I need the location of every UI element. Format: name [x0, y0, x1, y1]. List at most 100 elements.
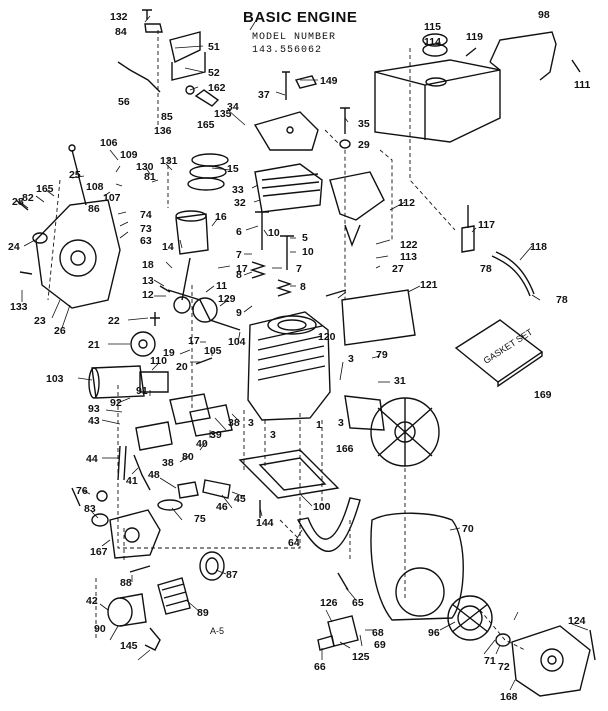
callout-167: 167	[90, 546, 108, 558]
callout-25: 25	[69, 169, 81, 181]
callout-117: 117	[478, 219, 495, 231]
callout-5: 5	[302, 232, 308, 244]
callout-34: 34	[227, 101, 239, 113]
callout-112: 112	[398, 197, 415, 209]
callout-23: 23	[34, 315, 46, 327]
callout-71: 71	[484, 655, 496, 667]
callout-133: 133	[10, 301, 28, 313]
callout-103: 103	[46, 373, 64, 385]
callout-7b: 7	[296, 263, 302, 275]
callout-3b: 3	[270, 429, 276, 441]
callout-56: 56	[118, 96, 130, 108]
callout-9: 9	[236, 307, 242, 319]
callout-4: 3	[338, 417, 344, 429]
callout-46: 46	[216, 501, 228, 513]
callout-69: 69	[374, 639, 386, 651]
callout-66: 66	[314, 661, 326, 673]
callout-83: 83	[84, 503, 96, 515]
callout-110: 110	[150, 355, 167, 367]
callout-86: 86	[88, 203, 100, 215]
callout-87: 87	[226, 569, 238, 581]
callout-111: 111	[574, 79, 591, 91]
callout-65: 65	[352, 597, 364, 609]
callout-115: 115	[424, 21, 441, 33]
callout-81: 81	[144, 171, 156, 183]
callout-125: 125	[352, 651, 370, 663]
callout-76: 76	[76, 485, 88, 497]
callout-7: 7	[236, 249, 242, 261]
callout-165: 165	[197, 119, 215, 131]
callout-13: 13	[142, 275, 154, 287]
leader-lines	[19, 15, 589, 691]
callout-3: 3	[348, 353, 354, 365]
callout-42: 42	[86, 595, 98, 607]
callout-106: 106	[100, 137, 118, 149]
model-label: MODEL NUMBER	[252, 32, 336, 43]
callout-121: 121	[420, 279, 438, 291]
callout-12: 12	[142, 289, 154, 301]
callout-27: 27	[392, 263, 404, 275]
callout-85: 85	[161, 111, 173, 123]
part-sketches	[15, 9, 596, 697]
callout-45: 45	[234, 493, 246, 505]
callout-89: 89	[197, 607, 209, 619]
callout-90: 90	[94, 623, 106, 635]
callout-10: 10	[268, 227, 280, 239]
callout-120: 120	[318, 331, 336, 343]
callout-6: 6	[236, 226, 242, 238]
callout-124: 124	[568, 615, 586, 627]
callout-16: 16	[215, 211, 227, 223]
callout-8b: 8	[300, 281, 306, 293]
callout-96: 96	[428, 627, 440, 639]
callout-68: 68	[372, 627, 384, 639]
callout-80: 80	[182, 451, 194, 463]
callout-32: 32	[234, 197, 246, 209]
callout-74: 74	[140, 209, 152, 221]
callout-52: 52	[208, 67, 220, 79]
callout-126: 126	[320, 597, 338, 609]
callout-91: 91	[136, 385, 148, 397]
callout-29: 29	[358, 139, 370, 151]
callout-145: 145	[120, 640, 138, 652]
callout-135: 135	[214, 108, 232, 120]
callout-118: 118	[530, 241, 547, 253]
gasket-set-label: GASKET SET	[482, 326, 535, 365]
callout-131: 131	[160, 155, 178, 167]
callout-2: 3	[248, 417, 254, 429]
callout-78b: 78	[556, 294, 568, 306]
callout-108: 108	[86, 181, 104, 193]
callout-8: 8	[236, 269, 242, 281]
callout-78: 78	[480, 263, 492, 275]
callout-166: 166	[336, 443, 354, 455]
callout-107: 107	[103, 192, 121, 204]
callout-38b: 38	[162, 457, 174, 469]
callout-162: 162	[208, 82, 226, 94]
callout-132: 132	[110, 11, 128, 23]
callout-40: 40	[196, 438, 208, 450]
callout-93: 93	[88, 403, 100, 415]
callout-98: 98	[538, 9, 550, 21]
callout-92: 92	[110, 397, 122, 409]
callout-35: 35	[358, 118, 370, 130]
callout-37: 37	[258, 89, 270, 101]
callout-84: 84	[115, 26, 127, 38]
callout-149: 149	[320, 75, 338, 87]
callout-100: 100	[313, 501, 331, 513]
callout-24: 24	[8, 241, 20, 253]
callout-10b: 10	[302, 246, 314, 258]
callout-122: 122	[400, 239, 418, 251]
callout-64: 64	[288, 537, 300, 549]
callout-82: 82	[22, 192, 34, 204]
model-number: 143.556062	[252, 45, 322, 56]
callout-51: 51	[208, 41, 220, 53]
callout-168: 168	[500, 691, 518, 703]
callout-129: 129	[218, 293, 236, 305]
callout-88: 88	[120, 577, 132, 589]
diagram-title: BASIC ENGINE	[243, 9, 357, 26]
callout-39: 39	[210, 429, 222, 441]
callout-28: 28	[12, 196, 24, 208]
callout-22: 22	[108, 315, 120, 327]
callout-18: 18	[142, 259, 154, 271]
callout-105: 105	[204, 345, 222, 357]
